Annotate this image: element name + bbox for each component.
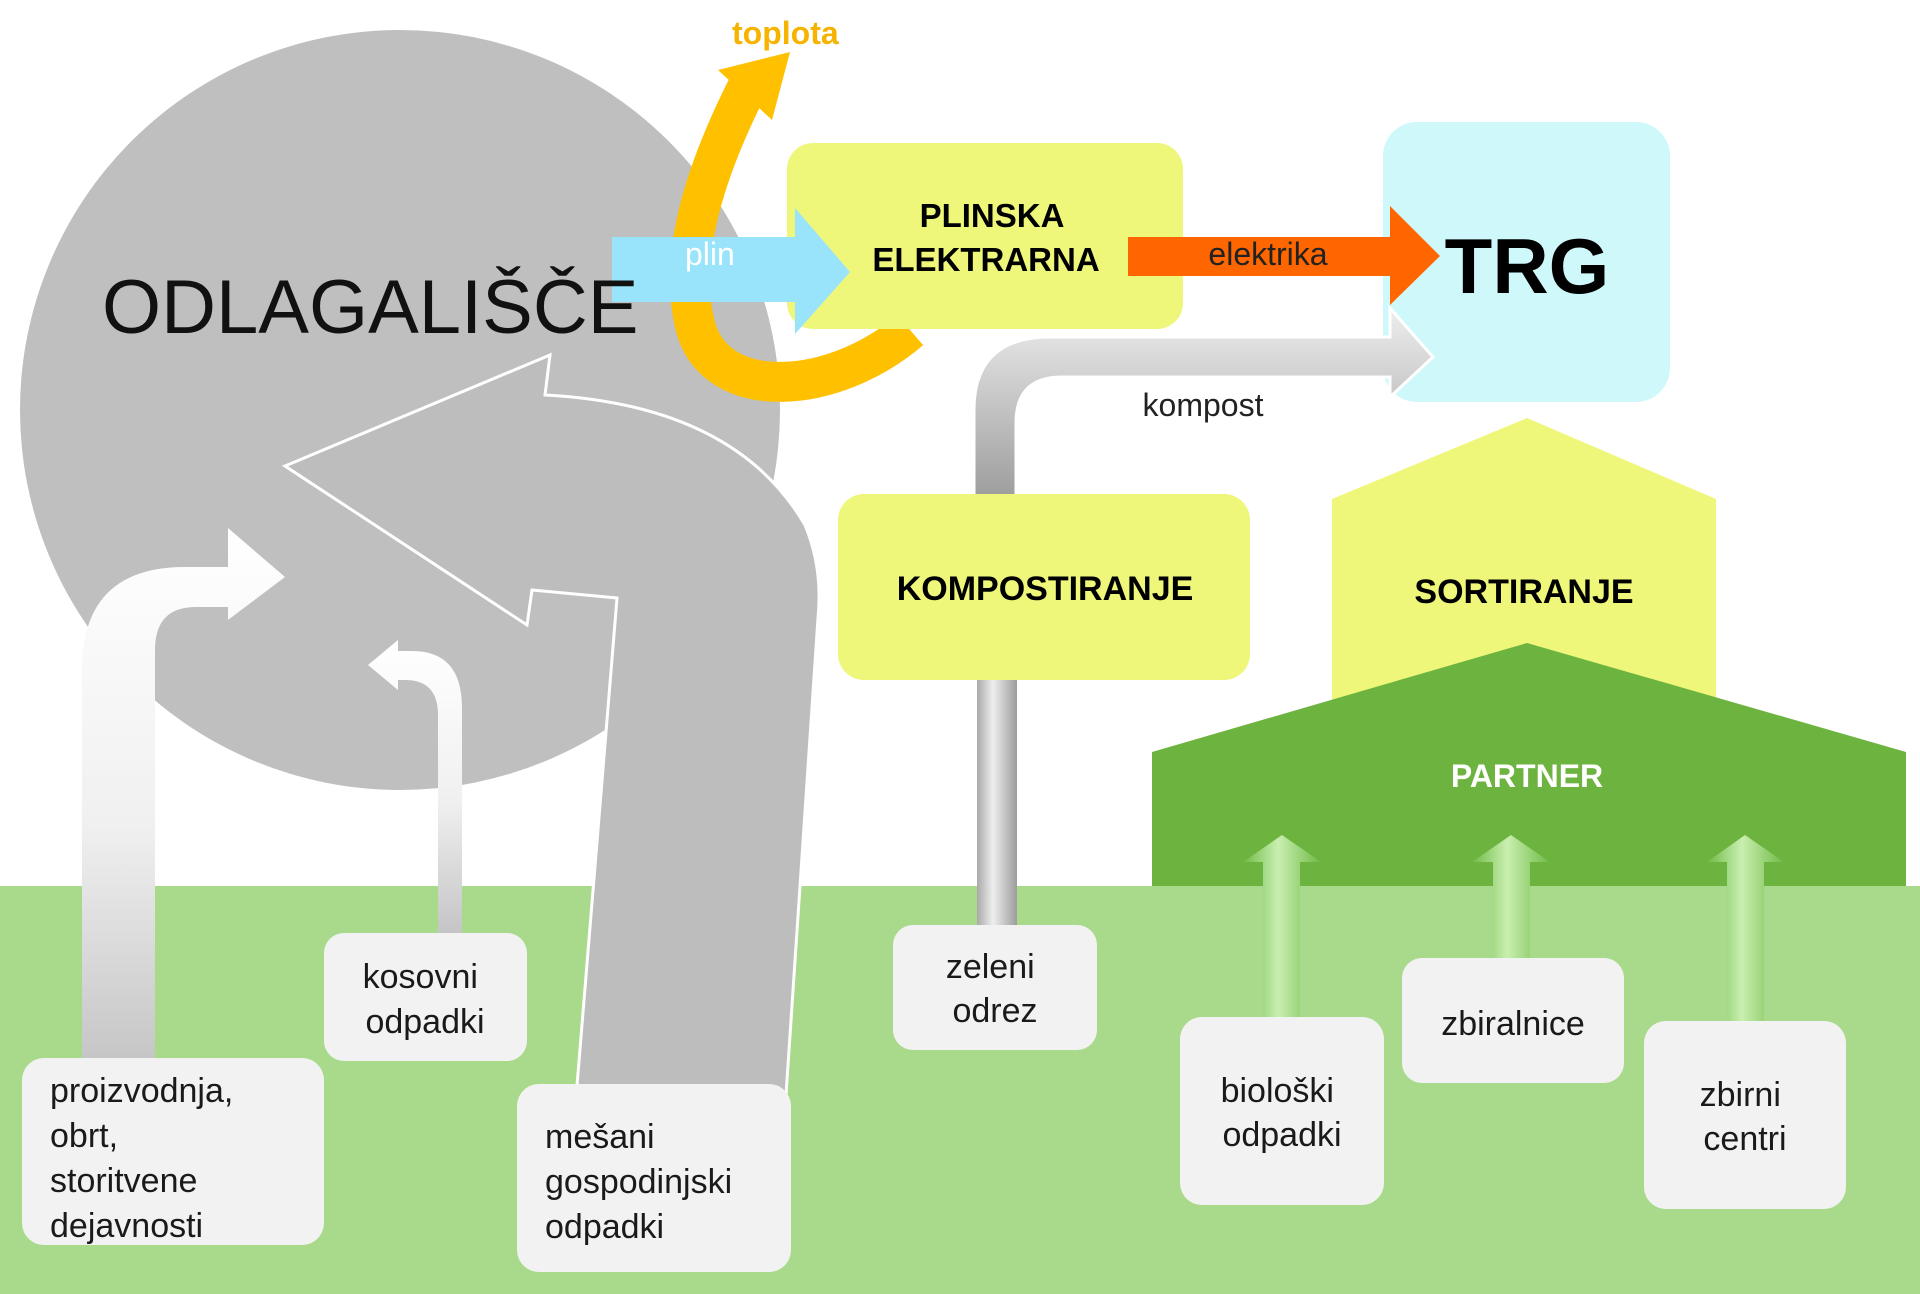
mixed-waste-label-line: gospodinjski [545,1163,732,1201]
gas-plant-label-line2: ELEKTRARNA [872,241,1099,278]
industry-label-line: obrt, [50,1117,118,1155]
collection-points-label: zbiralnice [1441,1005,1585,1043]
collection-centres-label-line: centri [1703,1120,1786,1158]
mixed-waste-label-line: mešani [545,1118,655,1156]
composting-label: KOMPOSTIRANJE [897,570,1194,608]
compost-label: kompost [1143,387,1264,423]
sorting-label: SORTIRANJE [1414,573,1633,611]
industry-label-line: dejavnosti [50,1207,203,1245]
green-waste-label-line: zeleni [946,948,1035,986]
mixed-waste-label-line: odpadki [545,1208,664,1246]
gas-label: plin [685,236,735,272]
market-box [1383,122,1670,402]
landfill-label: ODLAGALIŠČE [102,265,638,350]
industry-label: proizvodnja, obrt, storitvene dejavnosti [50,1072,243,1245]
collection-centres-box [1644,1021,1846,1209]
electricity-arrow [1128,206,1440,305]
heat-arrow [669,72,924,402]
collection-points-label-line: zbiralnice [1441,1005,1585,1043]
industry-arrow [82,528,285,1070]
green-waste-label-line: odrez [952,992,1037,1030]
bulky-waste-label-line: kosovni [363,958,478,996]
bio-waste-label-line: odpadki [1222,1116,1341,1154]
partner-label: PARTNER [1451,758,1603,794]
bio-waste-label: biološki odpadki [1221,1072,1344,1154]
collection-points-box [1402,958,1624,1083]
collection-points-up-arrow [1472,835,1550,960]
green-waste-pipe [977,668,1017,938]
bulky-waste-label: kosovni odpadki [363,958,488,1041]
mixed-waste-label: mešani gospodinjski odpadki [545,1118,742,1246]
heat-arrow-head [718,52,790,120]
green-waste-box [893,925,1097,1050]
sorting-house [1332,418,1716,700]
market-label: TRG [1445,222,1610,310]
industry-box [22,1058,324,1245]
electricity-label: elektrika [1208,236,1327,272]
industry-label-line: proizvodnja, [50,1072,233,1110]
mixed-waste-arrow [281,352,821,1112]
partner-house [1152,643,1906,886]
compost-arrow [972,304,1436,502]
gas-plant-box [787,143,1183,329]
heat-label: toplota [732,15,839,51]
collection-centres-label-line: zbirni [1700,1076,1781,1114]
bio-waste-up-arrow [1243,835,1321,1040]
bio-waste-box [1180,1017,1384,1205]
bulky-waste-box [324,933,527,1061]
gas-arrow [612,208,850,334]
gas-plant-label-line1: PLINSKA [920,197,1065,234]
bulky-waste-label-line: odpadki [365,1003,484,1041]
bulky-waste-arrow [368,640,462,935]
industry-label-line: storitvene [50,1162,197,1200]
collection-centres-label: zbirni centri [1700,1076,1791,1158]
composting-box [838,494,1250,680]
bio-waste-label-line: biološki [1221,1072,1334,1110]
green-waste-label: zeleni odrez [946,948,1044,1030]
mixed-waste-box [517,1084,791,1272]
collection-centres-up-arrow [1707,835,1784,1050]
